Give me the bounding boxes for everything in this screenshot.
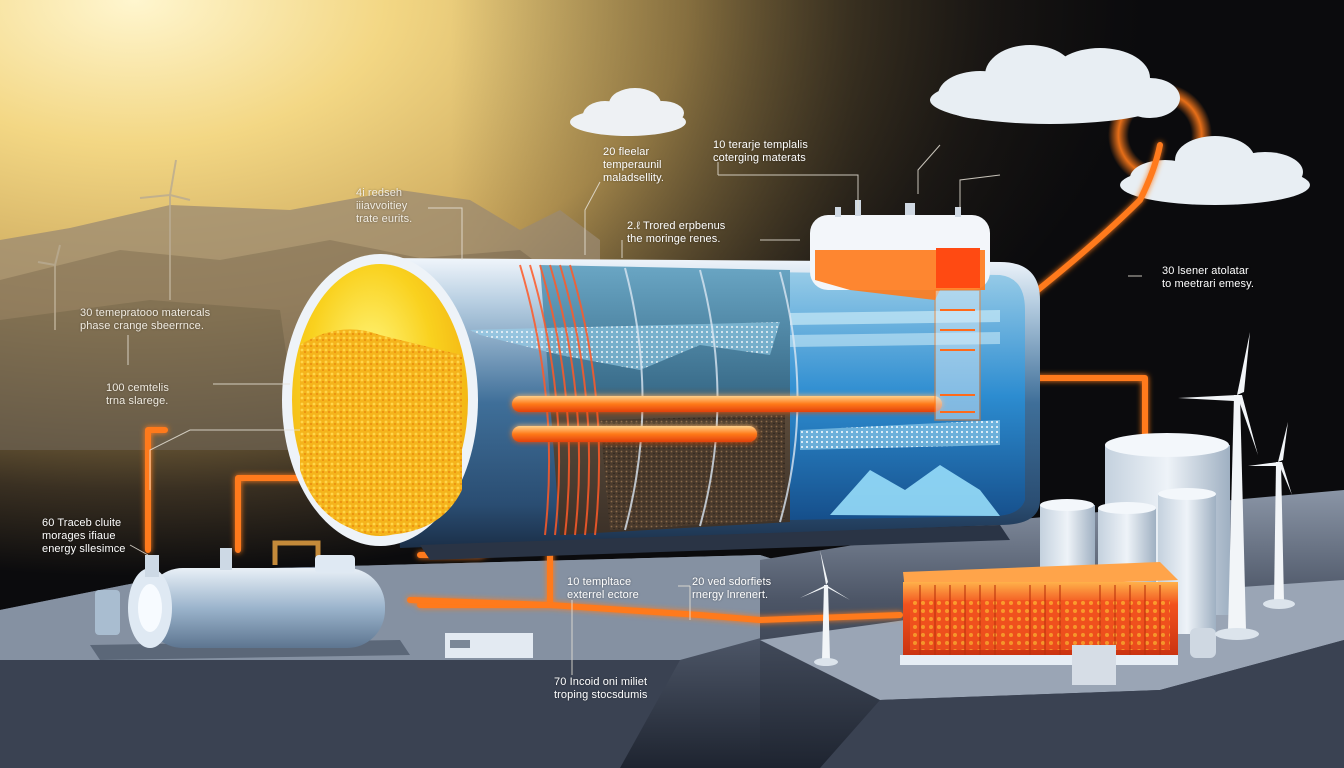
cloud-large-icon [930, 45, 1180, 124]
label-bottom-center-left: 10 templtace exterrel ectore [567, 576, 639, 601]
label-left-upper: 30 temepratooo matercals phase crange sb… [80, 307, 211, 332]
main-storage-tank [282, 200, 1040, 560]
heat-exchanger-unit [810, 200, 990, 421]
wind-turbine-icon [800, 332, 1295, 666]
label-bottom-center-right: 20 ved sdorfiets rnergy lnrenert. [692, 576, 772, 601]
label-top-center-left: 20 fleelar temperaunil maladsellity. [603, 146, 665, 184]
distant-hills [0, 190, 600, 450]
cloud-right-icon [1120, 136, 1310, 205]
internal-heat-pipes [512, 396, 942, 442]
leader-lines [127, 144, 1142, 675]
label-right: 30 lsener atolatar to meetrari emesy. [1162, 265, 1255, 290]
control-box [445, 633, 533, 658]
thermal-battery-container [900, 562, 1216, 685]
label-top-center-right: 10 terarje templalis coterging materats [713, 139, 808, 164]
auxiliary-tank [90, 540, 410, 660]
cloud-small-icon [570, 88, 686, 136]
wind-turbine-distant-icon [37, 159, 191, 330]
label-top-left: 4i redseh iiiavvoitiey trate eurits. [356, 187, 413, 225]
label-left-lower: 60 Traceb cluite morages ifiaue energy s… [42, 517, 126, 555]
label-mid-center: 2.ℓ Trored erpbenus the moringe renes. [627, 220, 726, 245]
label-bottom: 70 Incoid oni miliet troping stocsdumis [554, 676, 648, 701]
label-left-mid: 100 cemtelis trna slarege. [106, 382, 169, 407]
